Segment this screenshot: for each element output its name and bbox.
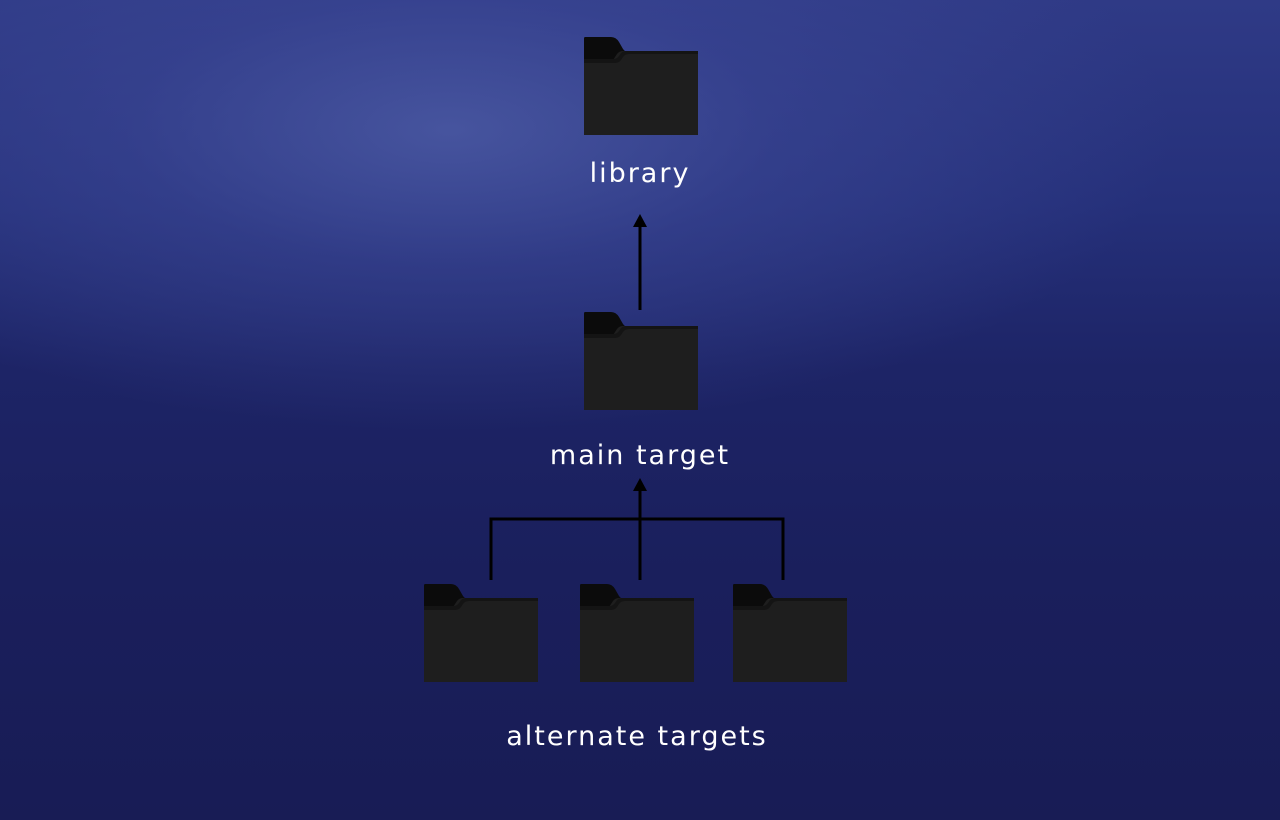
folder-icon[interactable] [579, 584, 695, 684]
folder-icon[interactable] [423, 584, 539, 684]
arrowhead-main-target [633, 478, 647, 491]
arrowhead-library [633, 214, 647, 227]
bracket-alternates [489, 517, 785, 580]
folder-icon[interactable] [583, 312, 699, 412]
label-library: library [589, 158, 691, 189]
label-alternate-targets: alternate targets [506, 721, 768, 752]
label-main-target: main target [549, 440, 731, 471]
folder-icon[interactable] [583, 37, 699, 137]
folder-icon[interactable] [732, 584, 848, 684]
